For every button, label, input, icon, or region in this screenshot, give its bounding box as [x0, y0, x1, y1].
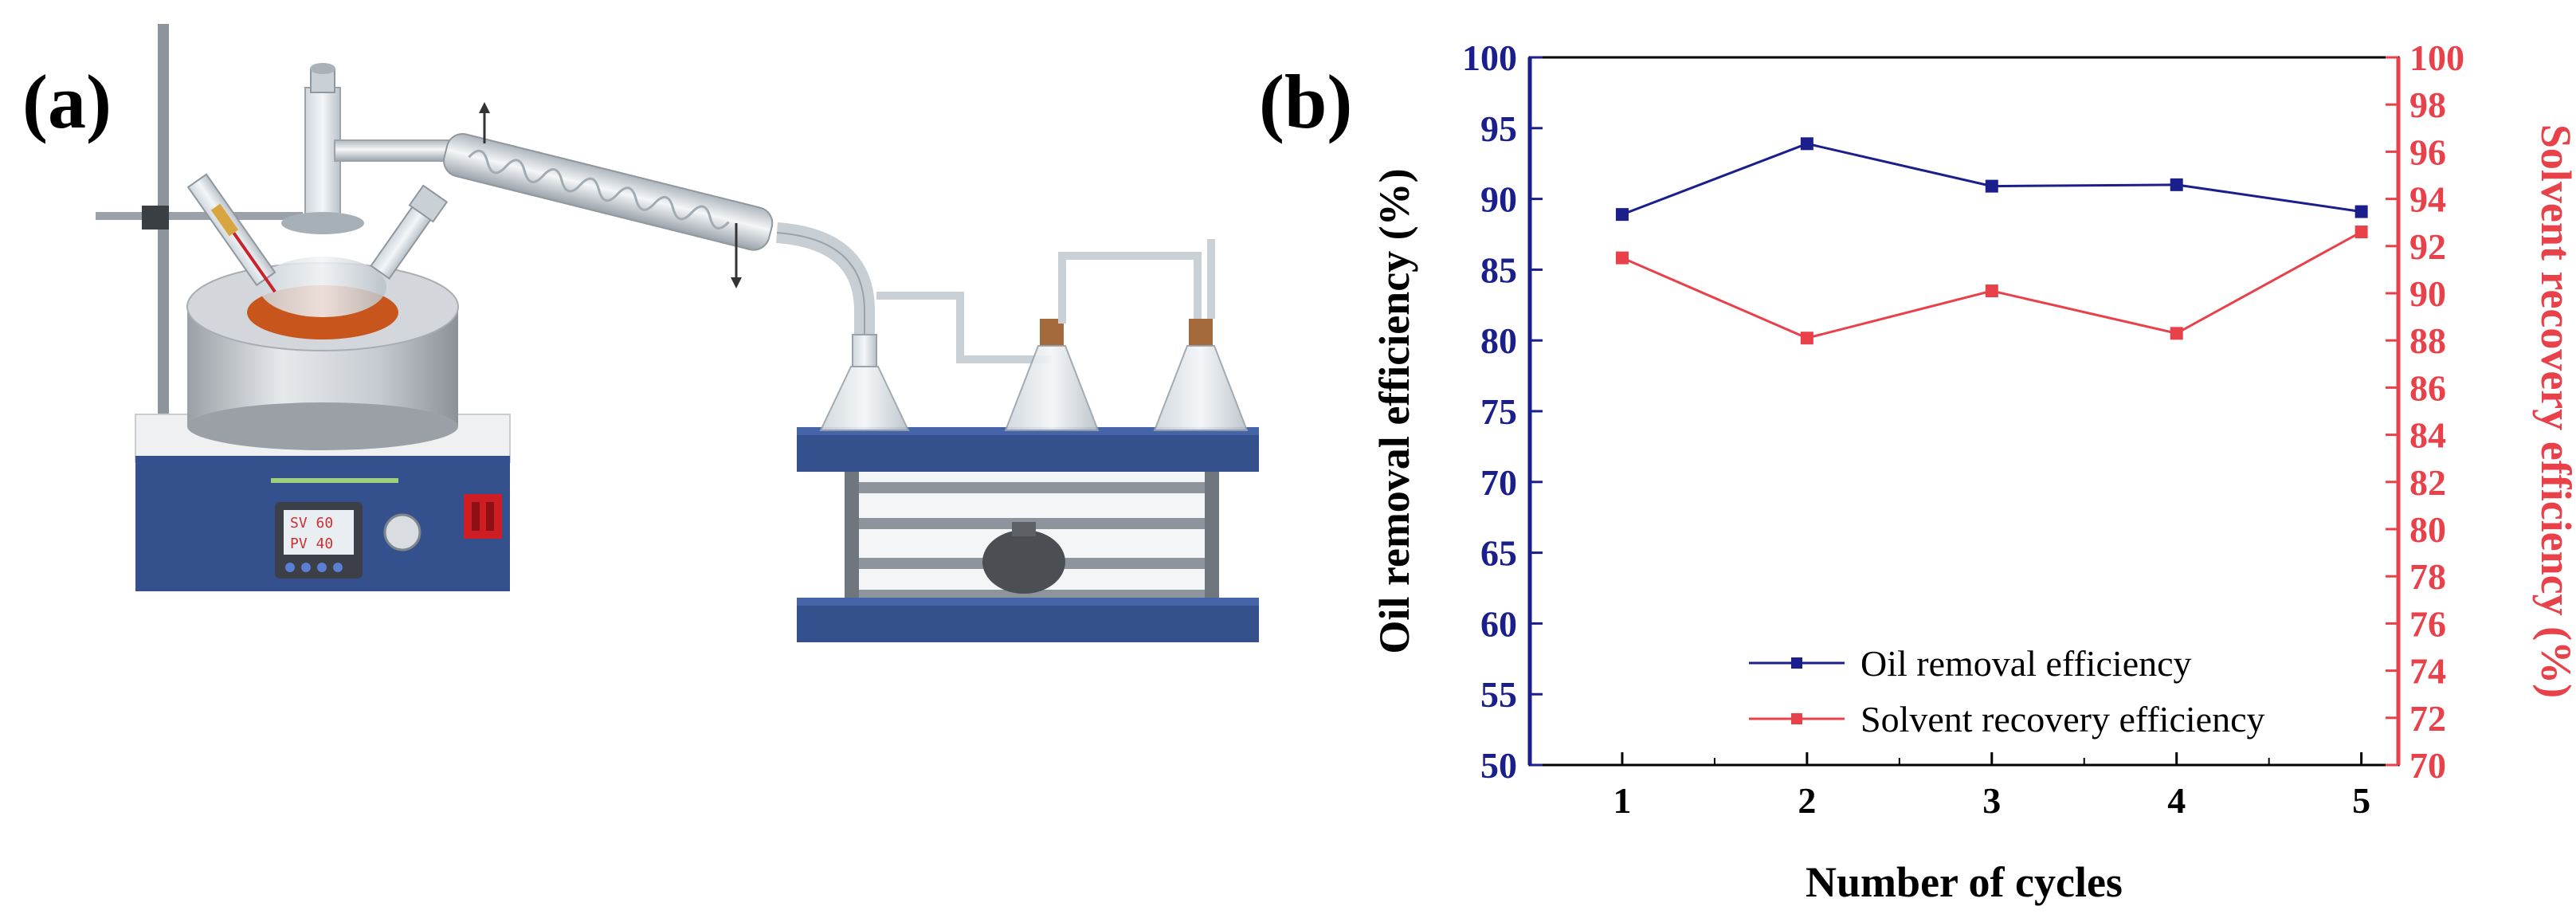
x-tick-label: 2 — [1798, 780, 1816, 821]
jack-knob — [982, 530, 1065, 594]
right-tick-label: 90 — [2409, 273, 2446, 314]
x-tick-label: 4 — [2167, 780, 2186, 821]
right-tick-label: 74 — [2409, 651, 2446, 692]
data-point-oil — [1615, 208, 1629, 222]
left-tick-label: 90 — [1480, 179, 1517, 220]
right-tick-label: 72 — [2409, 698, 2446, 739]
data-point-solvent — [1985, 284, 1998, 298]
data-point-solvent — [2170, 327, 2183, 340]
panel-label-b: (b) — [1259, 59, 1352, 144]
left-tick-label: 85 — [1480, 249, 1517, 290]
series-layer — [1615, 137, 2368, 345]
left-tick-label: 50 — [1480, 745, 1517, 786]
three-neck-flask — [186, 63, 449, 317]
right-tick-label: 100 — [2409, 37, 2464, 78]
display-sv: SV 60 — [290, 515, 333, 532]
right-tick-label: 80 — [2409, 509, 2446, 550]
data-point-solvent — [1800, 332, 1813, 345]
x-tick-label: 3 — [1982, 780, 2001, 821]
left-tick-label: 70 — [1480, 462, 1517, 503]
right-tick-label: 82 — [2409, 462, 2446, 503]
right-tick-label: 76 — [2409, 603, 2446, 644]
right-tick-label: 86 — [2409, 367, 2446, 408]
left-tick-label: 60 — [1480, 603, 1517, 644]
left-tick-label: 100 — [1462, 37, 1517, 78]
data-point-oil — [2170, 178, 2183, 191]
temperature-knob — [383, 513, 421, 551]
x-axis-title: Number of cycles — [1806, 858, 2123, 906]
legend-marker-oil — [1791, 657, 1802, 669]
lab-jack — [797, 427, 1259, 642]
data-point-solvent — [2354, 226, 2368, 239]
x-tick-label: 1 — [1613, 780, 1631, 821]
apparatus-illustration: (a) SV 60 PV 40 — [22, 24, 1259, 642]
right-tick-label: 96 — [2409, 131, 2446, 172]
data-point-oil — [1800, 137, 1813, 151]
data-point-oil — [1985, 179, 1998, 193]
left-axis-ticks: 50 55 60 65 70 75 80 85 90 95 100 — [1462, 37, 1543, 786]
right-tick-label: 98 — [2409, 84, 2446, 125]
y-axis-title: Oil removal efficiency (%) — [1370, 168, 1418, 653]
right-tick-label: 92 — [2409, 226, 2446, 267]
data-point-solvent — [1615, 251, 1629, 265]
x-tick-label: 5 — [2352, 780, 2370, 821]
left-tick-label: 65 — [1480, 533, 1517, 574]
left-tick-label: 55 — [1480, 674, 1517, 715]
right-tick-label: 88 — [2409, 320, 2446, 361]
retort-stand — [96, 24, 303, 438]
right-tick-label: 70 — [2409, 745, 2446, 786]
data-point-oil — [2354, 205, 2368, 218]
left-tick-label: 80 — [1480, 320, 1517, 361]
y2-axis-title: Solvent recovery efficiency (%) — [2532, 124, 2576, 698]
legend-label-oil: Oil removal efficiency — [1860, 643, 2192, 684]
display-pv: PV 40 — [290, 536, 333, 552]
legend: Oil removal efficiency Solvent recovery … — [1749, 643, 2264, 740]
panel-label-a: (a) — [22, 59, 112, 144]
receiving-flasks — [819, 239, 1249, 431]
cycle-efficiency-chart: 50 55 60 65 70 75 80 85 90 95 100 70 72 74 76 78 80 82 84… — [1370, 37, 2576, 906]
legend-label-solvent: Solvent recovery efficiency — [1860, 699, 2264, 740]
left-tick-label: 75 — [1480, 391, 1517, 432]
legend-marker-solvent — [1791, 713, 1802, 724]
right-tick-label: 94 — [2409, 179, 2446, 220]
right-tick-label: 78 — [2409, 556, 2446, 597]
left-tick-label: 95 — [1480, 108, 1517, 149]
right-axis-ticks: 70 72 74 76 78 80 82 84 86 88 90 92 94 96 98 100 — [2386, 37, 2464, 786]
series-line-oil — [1621, 142, 2362, 216]
power-switch — [464, 494, 502, 539]
condenser — [334, 102, 875, 335]
x-axis-ticks: 1 2 3 4 5 — [1613, 752, 2370, 821]
right-tick-label: 84 — [2409, 415, 2446, 456]
